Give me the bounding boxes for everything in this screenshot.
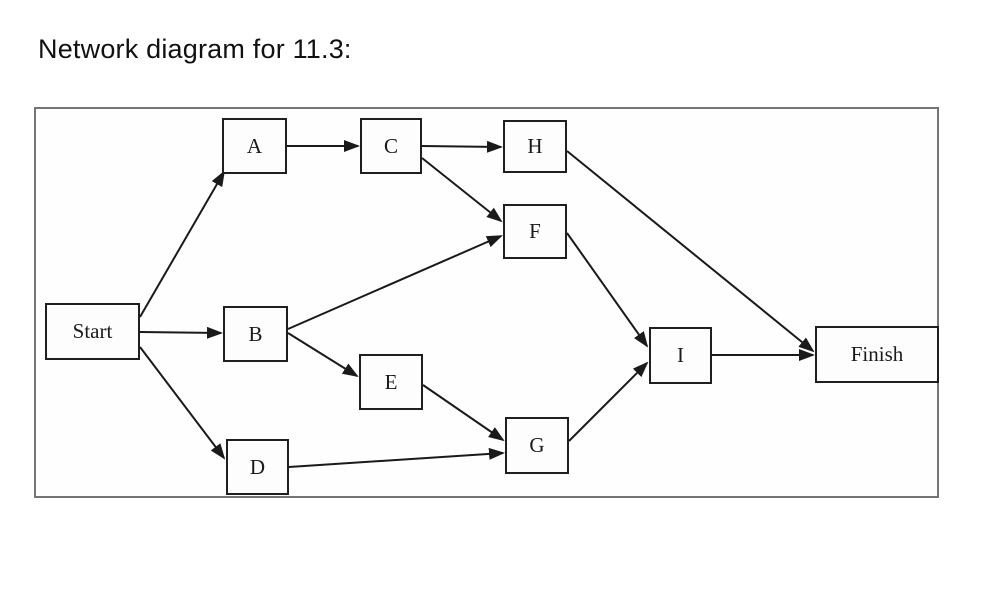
edge-b-to-f bbox=[287, 235, 503, 330]
page-title: Network diagram for 11.3: bbox=[38, 34, 352, 64]
network-diagram: Start A C H F B E D G I Finish bbox=[34, 107, 939, 498]
node-a: A bbox=[222, 118, 287, 174]
node-label: D bbox=[249, 454, 266, 479]
node-label: F bbox=[529, 219, 541, 243]
edges-layer bbox=[139, 140, 815, 468]
node-label: C bbox=[383, 133, 398, 158]
node-h: H bbox=[503, 120, 567, 173]
node-label: B bbox=[248, 321, 263, 346]
node-d: D bbox=[226, 439, 289, 495]
node-label: Finish bbox=[850, 342, 904, 366]
node-g: G bbox=[505, 417, 569, 474]
node-i: I bbox=[649, 327, 712, 384]
edge-start-to-a bbox=[139, 170, 226, 318]
edge-f-to-i bbox=[566, 232, 649, 348]
node-b: B bbox=[223, 306, 288, 362]
edge-h-to-finish bbox=[566, 150, 815, 353]
node-label: G bbox=[529, 433, 545, 457]
edge-c-to-h bbox=[421, 140, 503, 153]
node-label: Start bbox=[72, 319, 113, 343]
edge-c-to-f bbox=[421, 157, 503, 223]
node-label: E bbox=[384, 369, 398, 394]
edge-g-to-i bbox=[568, 361, 649, 442]
node-label: A bbox=[246, 133, 263, 158]
node-label: H bbox=[527, 134, 543, 158]
edge-start-to-d bbox=[139, 346, 226, 460]
node-e: E bbox=[359, 354, 423, 410]
edge-e-to-g bbox=[422, 384, 505, 442]
node-finish: Finish bbox=[815, 326, 939, 383]
edge-d-to-g bbox=[288, 447, 505, 468]
edge-start-to-b bbox=[139, 326, 223, 339]
node-f: F bbox=[503, 204, 567, 259]
node-c: C bbox=[360, 118, 422, 174]
node-label: I bbox=[677, 343, 684, 367]
node-start: Start bbox=[45, 303, 140, 360]
edge-b-to-e bbox=[287, 332, 359, 378]
